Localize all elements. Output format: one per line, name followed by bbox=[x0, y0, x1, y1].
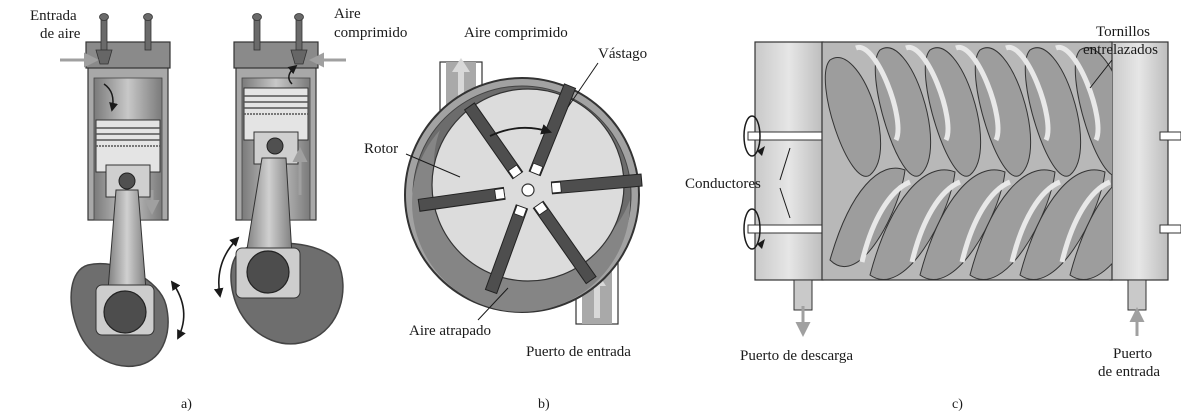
piston-cylinder-right bbox=[233, 13, 346, 221]
intermeshing-screws bbox=[824, 45, 1112, 280]
panel-c-screw-compressor: Tornillos entrelazados Conductores Puert… bbox=[685, 24, 1181, 412]
vanes bbox=[417, 83, 643, 295]
label-discharge-port: Puerto de descarga bbox=[740, 348, 853, 364]
rotor-shaft bbox=[521, 183, 535, 197]
rotation-indicator-top bbox=[743, 115, 761, 157]
discharge-port bbox=[793, 279, 813, 311]
label-compressed-air-1: Aire bbox=[334, 6, 361, 22]
caption-b: b) bbox=[538, 397, 550, 412]
vane-leader bbox=[567, 62, 599, 108]
label-inlet-port-c-2: de entrada bbox=[1098, 364, 1160, 380]
label-inlet-port: Puerto de entrada bbox=[526, 344, 631, 360]
label-compressed-air-2: comprimido bbox=[334, 25, 407, 41]
label-drivers: Conductores bbox=[685, 176, 761, 192]
exhaust-flow-arrow bbox=[287, 64, 298, 85]
crank-assembly-left bbox=[70, 189, 186, 367]
rotation-arrow bbox=[489, 124, 553, 137]
intake-flow-arrow bbox=[103, 83, 118, 112]
rotation-indicator-bottom bbox=[743, 208, 761, 250]
label-inlet-port-c-1: Puerto bbox=[1113, 346, 1152, 362]
panel-a-piston-compressor: Entrada de aire Aire comprimido a) bbox=[30, 6, 407, 412]
right-end-housing bbox=[1109, 41, 1169, 281]
upper-screw bbox=[824, 45, 1112, 177]
label-vane: Vástago bbox=[598, 46, 647, 62]
caption-c: c) bbox=[952, 397, 963, 412]
label-air-inlet-1: Entrada bbox=[30, 8, 77, 24]
panel-b-rotary-vane-compressor: Aire comprimido Vástago Rotor Aire atrap… bbox=[364, 25, 647, 412]
left-end-housing bbox=[754, 41, 824, 281]
crank-rotation-arrow bbox=[170, 280, 186, 340]
screws-leader bbox=[1089, 59, 1113, 89]
crank-rotation-arrow-right bbox=[213, 236, 240, 298]
lower-screw bbox=[829, 167, 1112, 280]
label-compressed-air: Aire comprimido bbox=[464, 25, 568, 41]
rotor-leader bbox=[405, 153, 461, 178]
caption-a: a) bbox=[181, 397, 192, 412]
label-trapped-air: Aire atrapado bbox=[409, 323, 491, 339]
crank-assembly-right bbox=[213, 157, 344, 345]
drivers-leader-bottom bbox=[779, 187, 791, 219]
label-rotor: Rotor bbox=[364, 141, 398, 157]
label-air-inlet-2: de aire bbox=[40, 26, 81, 42]
label-screws-2: entrelazados bbox=[1083, 42, 1158, 58]
trapped-air-leader bbox=[477, 287, 509, 321]
inlet-port bbox=[1127, 279, 1147, 311]
piston-cylinder-left bbox=[60, 13, 171, 221]
label-screws-1: Tornillos bbox=[1096, 24, 1150, 40]
drivers-leader-top bbox=[779, 147, 791, 181]
